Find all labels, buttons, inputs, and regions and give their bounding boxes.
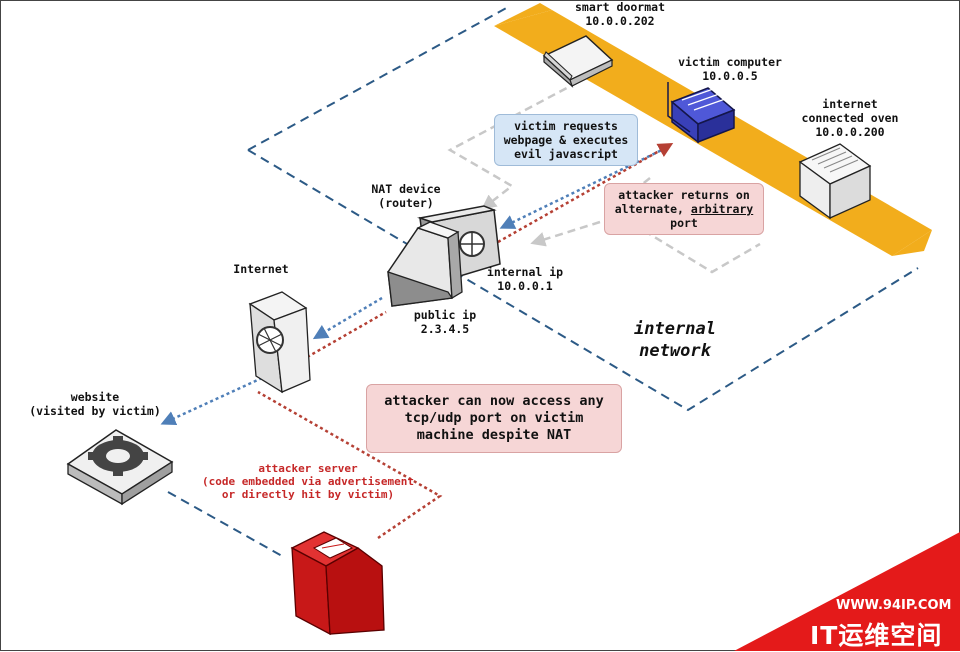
victim-computer-ip: 10.0.0.5: [702, 69, 758, 83]
victim-requests-callout: victim requests webpage & executes evil …: [494, 114, 638, 166]
website-line1: website: [70, 390, 120, 404]
attacker-returns-line3: port: [670, 216, 698, 230]
internal-network-label: internal network: [610, 318, 740, 362]
internal-network-line2: network: [639, 341, 711, 361]
attacker-path: [257, 143, 674, 540]
connected-oven-ip: 10.0.0.200: [815, 125, 885, 139]
internal-ip-label: internal ip 10.0.0.1: [475, 265, 575, 293]
access-any-port-callout: attacker can now access any tcp/udp port…: [366, 384, 622, 453]
public-ip-title: public ip: [413, 308, 477, 322]
connected-oven-label: internet connected oven 10.0.0.200: [795, 97, 905, 139]
attacker-returns-underlined: arbitrary: [690, 202, 754, 216]
website-to-attacker-link: [167, 491, 283, 557]
website-gear-icon: [66, 429, 174, 506]
smart-doormat-ip: 10.0.0.202: [585, 14, 655, 28]
internet-label: Internet: [233, 262, 289, 276]
public-ip-value: 2.3.4.5: [420, 322, 470, 336]
attacker-server-label: attacker server (code embedded via adver…: [170, 462, 446, 501]
attacker-returns-prefix: alternate,: [614, 202, 691, 216]
victim-requests-line3: evil javascript: [514, 147, 618, 161]
attacker-returns-callout: attacker returns on alternate, arbitrary…: [604, 183, 764, 235]
request-path: [160, 146, 667, 426]
victim-requests-line2: webpage & executes: [503, 133, 629, 147]
website-label: website (visited by victim): [20, 390, 170, 418]
internet-server-icon: [248, 291, 311, 394]
smart-doormat-name: smart doormat: [574, 0, 665, 14]
smart-doormat-label: smart doormat 10.0.0.202: [570, 0, 670, 28]
internal-network-line1: internal: [634, 319, 716, 339]
victim-computer-label: victim computer 10.0.0.5: [670, 55, 790, 83]
attacker-server-line2: (code embedded via advertisement: [202, 475, 414, 488]
smart-doormat-icon: [542, 35, 614, 88]
public-ip-label: public ip 2.3.4.5: [400, 308, 490, 336]
nat-device-line2: (router): [378, 196, 434, 210]
access-any-line2: tcp/udp port on victim: [404, 410, 584, 426]
watermark-url: WWW.94IP.COM: [836, 598, 952, 613]
nat-router-icon: [387, 205, 501, 307]
access-any-line3: machine despite NAT: [416, 427, 572, 443]
attacker-returns-line2: alternate, arbitrary: [611, 202, 757, 216]
internal-network-boundary: [247, 5, 919, 412]
attacker-server-line1: attacker server: [258, 462, 358, 475]
internal-ip-value: 10.0.0.1: [497, 279, 553, 293]
victim-computer-name: victim computer: [678, 55, 782, 69]
connected-oven-line1: internet: [822, 97, 878, 111]
attacker-server-line3: or directly hit by victim): [221, 488, 395, 501]
connected-oven-icon: [798, 143, 872, 220]
watermark-triangle: [734, 532, 960, 651]
victim-requests-line1: victim requests: [514, 119, 618, 133]
attacker-returns-line1: attacker returns on: [618, 188, 750, 202]
access-any-line1: attacker can now access any: [384, 393, 604, 409]
victim-computer-icon: [667, 82, 736, 144]
attacker-server-icon: [290, 531, 385, 636]
connected-oven-line2: connected oven: [801, 111, 899, 125]
watermark-brand: IT运维空间: [810, 621, 943, 650]
internal-ip-title: internal ip: [486, 265, 564, 279]
website-line2: (visited by victim): [29, 404, 161, 418]
nat-device-label: NAT device (router): [356, 182, 456, 210]
nat-device-line1: NAT device: [371, 182, 441, 196]
